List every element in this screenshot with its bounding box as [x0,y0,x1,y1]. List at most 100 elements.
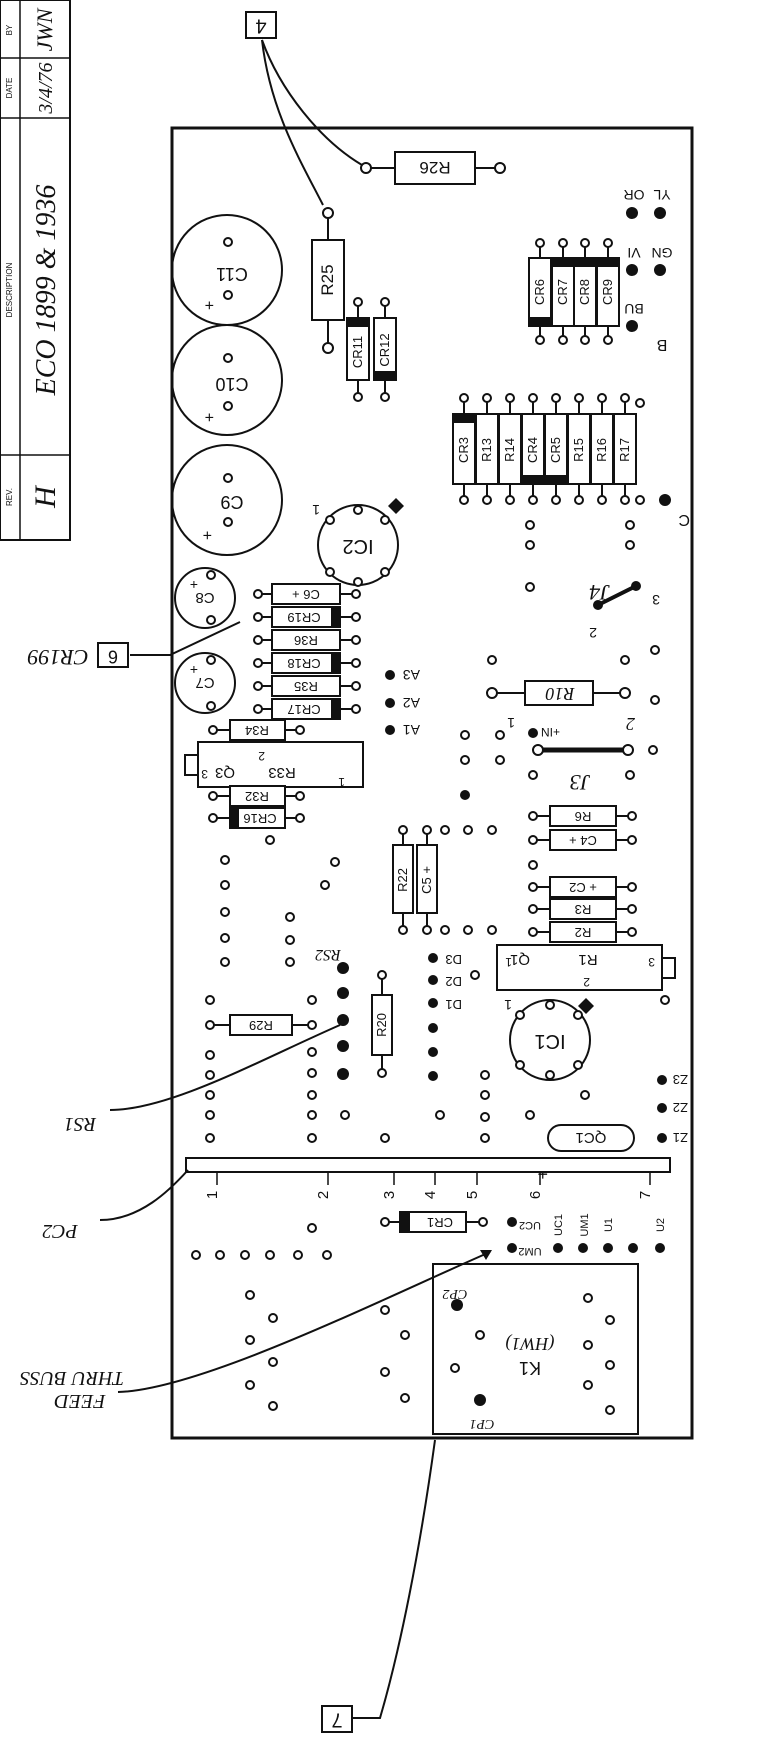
svg-text:U2: U2 [655,1218,667,1232]
diode-cr1: CR1 [380,1211,488,1233]
svg-text:4: 4 [422,1191,439,1199]
label-cr1: CR1 [427,1215,453,1230]
resistor-r32: R32 [208,785,305,807]
label-cr5: CR5 [548,437,563,463]
rev-description-value: ECO 1899 & 1936 [31,185,62,397]
label-cr17: CR17 [287,702,320,717]
board-outline [170,126,694,1440]
svg-text:1: 1 [507,715,515,731]
callout-6: 6 CR199 [27,621,241,670]
resistor-r22: R22 [392,825,414,935]
callout-rs1-text: RS1 [64,1113,97,1135]
resistor-r17: R17 [613,393,637,505]
rev-by-value: JWN [32,7,57,51]
capacitor-c9: C9 + [171,444,283,556]
label-r36: R36 [294,633,318,648]
label-r14: R14 [502,438,517,462]
capacitor-c11: C11 + [171,214,283,326]
label-r20: R20 [374,1013,389,1037]
pins-z1-z3: Z3 Z2 Z1 [657,1072,688,1145]
transistor-q1: R1 Q1 1 2 3 [496,944,676,1005]
label-cr4: CR4 [525,437,540,463]
svg-text:YL: YL [653,187,670,203]
svg-text:1: 1 [504,997,512,1013]
rs2-column: RS2 [315,946,349,1080]
label-cr7: CR7 [555,279,570,305]
label-c4: C4 + [569,833,597,848]
label-cr12: CR12 [377,333,392,366]
label-c6: C6 + [292,587,320,602]
svg-text:VI: VI [627,245,640,261]
svg-text:+: + [190,662,198,678]
jumper-j3: J3 +IN [460,725,658,800]
resistor-r16: R16 [590,393,614,505]
rev-date-value: 3/4/76 [35,62,57,114]
ic-ic1: IC1 1 [504,997,594,1081]
diode-cr3: CR3 [452,393,476,505]
label-c7: C7 [195,674,214,691]
svg-text:1: 1 [505,955,512,969]
diode-cr19: CR19 [253,606,361,628]
diode-cr17: CR17 [253,698,361,720]
label-k1: K1 [519,1358,541,1378]
label-r25: R25 [318,264,337,295]
svg-text:3: 3 [201,767,208,781]
resistor-r15: R15 [567,393,591,505]
label-c5: C5 + [419,866,434,894]
label-r13: R13 [479,438,494,462]
resistor-r14: R14 [498,393,522,505]
label-cr11: CR11 [350,336,365,368]
svg-text:2: 2 [583,975,590,989]
svg-text:1: 1 [204,1191,221,1199]
svg-text:6: 6 [527,1191,544,1199]
pads-region-right [525,520,635,592]
callout-6-text: CR199 [27,645,88,670]
callout-4-text: 4 [255,15,266,37]
resistor-r13: R13 [475,393,499,505]
svg-text:3: 3 [652,592,660,608]
label-cr3: CR3 [456,437,471,463]
pads-left-grid [205,855,590,1143]
label-r26: R26 [419,158,450,177]
resistor-r10: R10 1 2 [486,645,660,734]
callout-7: 7 [321,1439,436,1733]
label-j3: J3 [570,770,591,795]
label-c11: C11 [216,264,248,284]
svg-text:3: 3 [648,955,655,969]
capacitor-c6: C6 + [253,583,361,605]
capacitor-c7: C7 + [174,652,236,714]
label-c2: + C2 [569,880,597,895]
resistor-r3: R3 [528,898,637,920]
label-c8: C8 [195,589,214,606]
svg-text:UM1: UM1 [579,1213,591,1236]
label-r29: R29 [249,1018,273,1033]
diode-cr5: CR5 [544,393,568,505]
svg-text:A2: A2 [403,695,420,711]
diode-cr9: CR9 [596,238,620,345]
label-r10: R10 [546,684,576,704]
svg-text:GN: GN [652,245,673,261]
svg-text:6: 6 [108,646,118,666]
jumper-j4: J4 2 3 [589,580,660,641]
svg-text:+: + [205,408,214,425]
label-cp1: CP1 [470,1416,495,1431]
svg-text:A1: A1 [403,722,420,738]
pads-bottom-left [191,1223,410,1411]
svg-text:Z1: Z1 [673,1130,688,1145]
pads-middle [440,825,538,935]
label-r15: R15 [571,438,586,462]
label-cr9: CR9 [600,279,615,305]
capacitor-c5: C5 + [416,825,438,935]
header-pc2: 1 2 3 4 5 6 7 [185,1157,671,1199]
rev-letter-value: H [29,484,62,509]
label-r3: R3 [575,902,592,917]
label-c9: C9 [220,492,243,512]
label-ic2: IC2 [342,535,373,557]
pins-d1-d3: D3 D2 D1 [428,952,480,1081]
svg-text:+: + [190,577,198,593]
label-j4: J4 [589,580,610,605]
label-cr8: CR8 [577,279,592,305]
resistor-r20: R20 [371,970,393,1078]
diode-cr6: CR6 [528,238,552,345]
svg-text:A3: A3 [403,667,420,683]
